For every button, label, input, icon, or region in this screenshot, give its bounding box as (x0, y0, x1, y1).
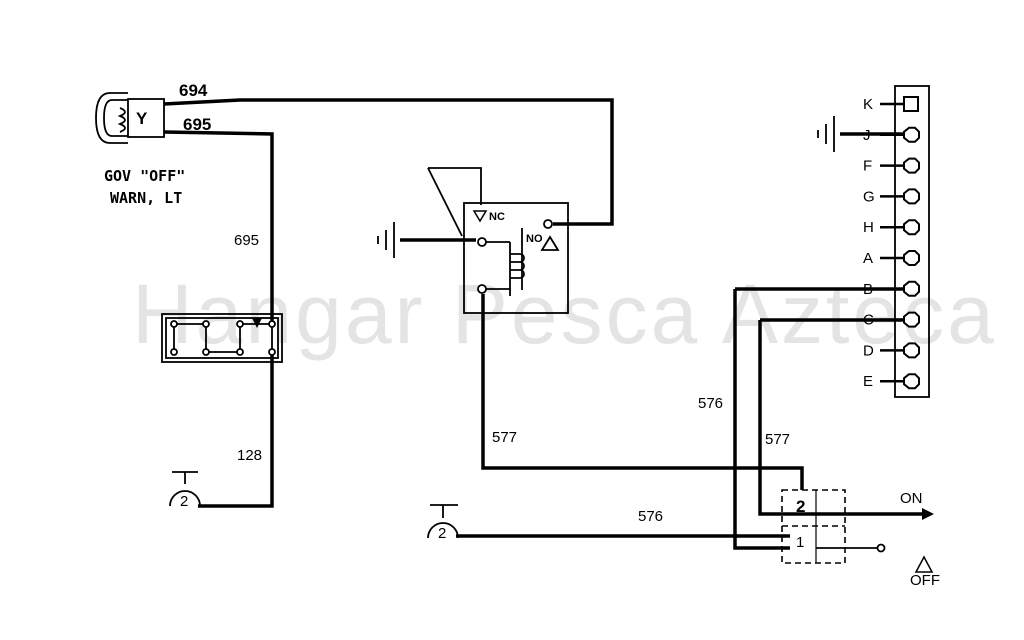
wire-label-576-bottom: 576 (638, 508, 663, 525)
connector-pin-label: D (863, 342, 874, 359)
lamp-filament-icon (117, 107, 126, 133)
connector-pin: B (863, 280, 920, 298)
switch-position-2: 2 (796, 497, 805, 516)
ground-symbol-connector (817, 116, 835, 152)
wire-label-695-top: 695 (183, 115, 211, 134)
connector-pin-label: C (863, 312, 874, 329)
connector-pin-socket-icon (903, 311, 920, 328)
connector-pin-socket-icon (903, 250, 920, 266)
connector-pin: E (863, 373, 920, 390)
ground-point-left-number: 2 (180, 493, 188, 510)
connector-pin-label: H (863, 219, 874, 236)
relay-no-terminal (543, 219, 553, 229)
connector-pin: A (863, 250, 920, 267)
connector-pin-socket-icon (903, 126, 920, 143)
connector-pin-socket-icon (903, 280, 920, 297)
off-triangle-icon (914, 555, 934, 573)
relay-coil-terminal (477, 284, 487, 294)
wire-label-576-left: 576 (698, 395, 723, 412)
connector-pin-label: F (863, 158, 872, 175)
connector-pin-label: G (863, 188, 875, 205)
connector-pin-socket-icon (903, 188, 920, 205)
on-arrow-icon (922, 508, 934, 520)
relay-nc-triangle-icon (472, 210, 488, 223)
gov-off-warning-lamp: Y (95, 92, 165, 144)
relay-coil-icon (510, 253, 525, 279)
switch-off-label: OFF (910, 572, 940, 589)
relay-no-triangle-icon (540, 235, 560, 251)
connector-pin-label: K (863, 96, 873, 113)
connector-pin: C (863, 311, 920, 329)
relay-nc-label: NC (489, 211, 505, 223)
ground-symbol-relay (377, 222, 395, 258)
connector-block (894, 85, 930, 398)
connector-pin-label: A (863, 250, 873, 267)
wire-label-128: 128 (237, 447, 262, 464)
wire-577-right (758, 320, 790, 516)
connector-pin-socket-icon (903, 157, 920, 174)
wire-576-left (733, 289, 790, 550)
connector-pin-label: B (863, 281, 873, 298)
ground-point-left: 2 (169, 471, 201, 510)
connector-pin: G (863, 188, 920, 205)
connector-pin: K (863, 96, 919, 113)
connector-pin: F (863, 157, 920, 175)
connector-pin-square-icon (903, 96, 919, 112)
wire-694 (163, 98, 614, 226)
ground-point-center: 2 (427, 504, 459, 542)
wire-label-577-relay: 577 (492, 429, 517, 446)
wire-577-relay (481, 294, 804, 490)
connector-pin-label: J (863, 127, 871, 144)
connector-pin-socket-icon (903, 373, 920, 390)
connector-pin-label: E (863, 373, 873, 390)
wire-label-694: 694 (179, 81, 208, 100)
circuit-breaker-block (161, 313, 283, 363)
connector-pin: J (863, 126, 920, 144)
wire-128 (198, 350, 274, 508)
ground-point-center-number: 2 (438, 525, 446, 542)
switch-position-1: 1 (796, 534, 804, 551)
switch-on-label: ON (900, 490, 923, 507)
relay: NC NO (427, 167, 569, 314)
relay-common-terminal (477, 237, 487, 247)
connector-pin: D (863, 342, 920, 359)
lamp-letter: Y (136, 109, 148, 128)
governor-switch: 2 1 (781, 489, 934, 564)
lamp-caption-line1: GOV "OFF" (104, 167, 185, 185)
relay-no-label: NO (526, 233, 543, 245)
wire-695 (163, 130, 274, 322)
connector-pin-socket-icon (903, 342, 920, 359)
wire-label-577-right: 577 (765, 431, 790, 448)
connector-pin-socket-icon (903, 219, 920, 236)
connector-pin: H (863, 219, 920, 236)
breaker-arrow-icon (252, 318, 262, 328)
lamp-caption-line2: WARN, LT (110, 189, 182, 207)
wire-label-695-side: 695 (234, 232, 259, 249)
off-terminal (876, 543, 886, 553)
